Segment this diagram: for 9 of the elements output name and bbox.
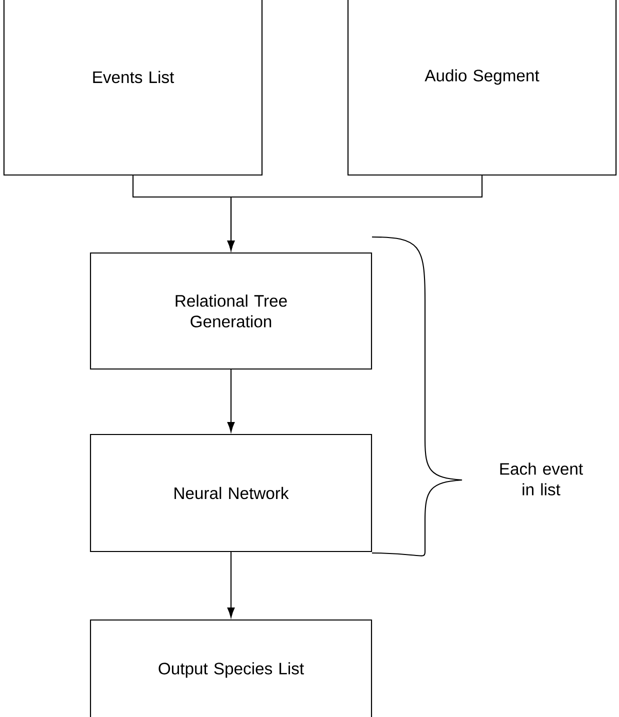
process-box: Neural Network (90, 434, 372, 552)
process-box: Relational Tree Generation (90, 252, 372, 370)
brace-label: Each event in list (500, 462, 583, 496)
process-box: Audio Segment (347, 0, 617, 176)
arrow (227, 370, 235, 432)
process-box: Events List (3, 0, 263, 176)
arrow (227, 176, 483, 251)
process-box: Output Species List (90, 619, 372, 717)
arrow (227, 552, 235, 618)
